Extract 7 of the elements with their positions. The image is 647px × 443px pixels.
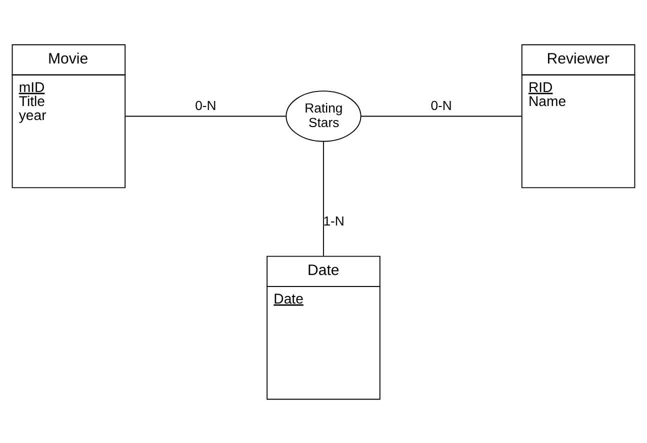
edge-label: 0-N: [430, 97, 452, 112]
edge-label: 1-N: [323, 212, 344, 228]
connector: [124, 115, 286, 116]
connector: [323, 140, 324, 256]
node-ellipse: Rating Stars: [286, 90, 362, 142]
connector: [360, 115, 522, 116]
edge-label: 0-N: [195, 97, 216, 112]
